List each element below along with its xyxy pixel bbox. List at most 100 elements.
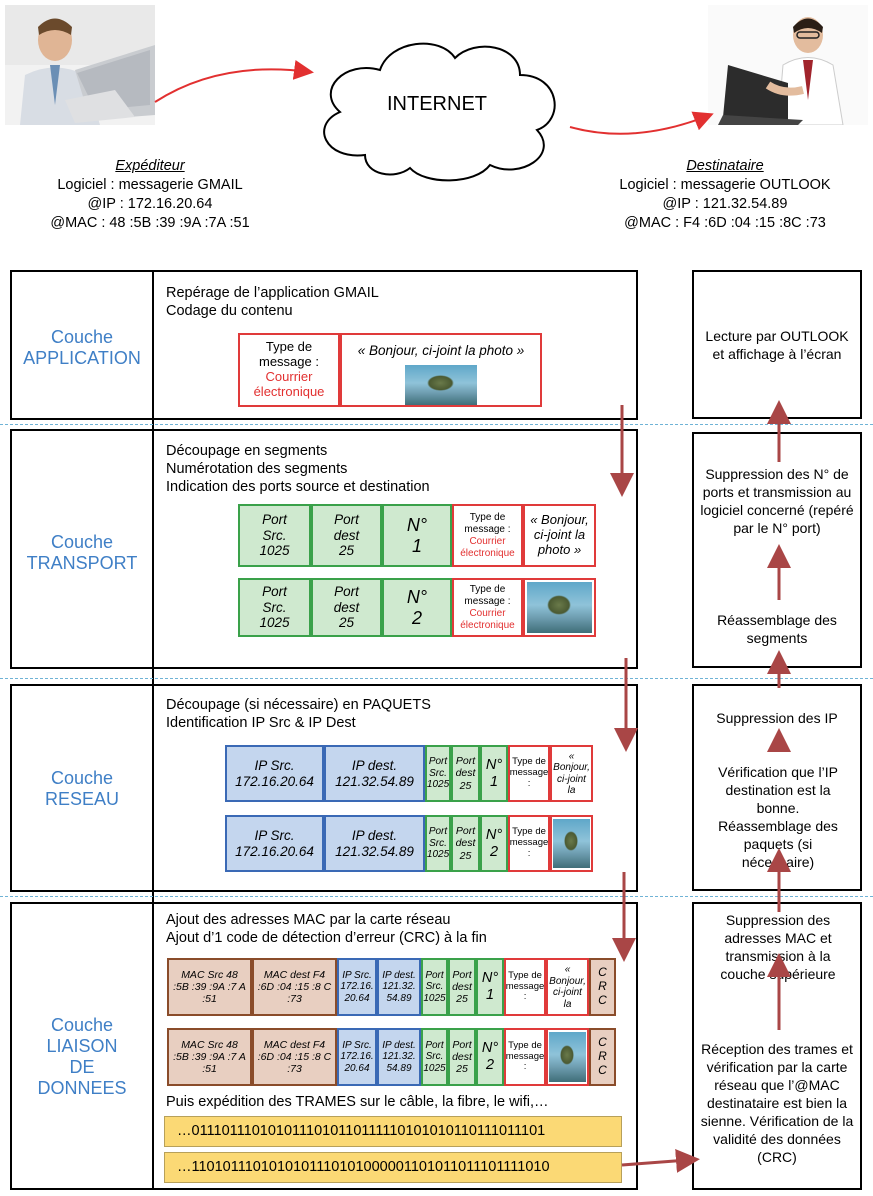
mac-src-cell: MAC Src 48 :5B :39 :9A :7 A :51 <box>167 958 252 1016</box>
receiver-caption: Destinataire Logiciel : messagerie OUTLO… <box>590 157 860 233</box>
transport-description: Découpage en segments Numérotation des s… <box>166 442 430 496</box>
port-src-cell: Port Src. 1025 <box>425 815 451 872</box>
port-src-cell: Port Src. 1025 <box>421 1028 448 1086</box>
port-src-cell: Port Src. 1025 <box>425 745 451 802</box>
turtle-photo <box>549 1032 586 1082</box>
frame-number-cell: N° 2 <box>476 1028 504 1086</box>
receiver-software: Logiciel : messagerie OUTLOOK <box>619 177 831 193</box>
message-content-cell: « Bonjour, ci-joint la <box>546 958 589 1016</box>
receiver-mac: @MAC : F4 :6D :04 :15 :8C :73 <box>624 215 826 231</box>
ip-dest-cell: IP dest. 121.32.54.89 <box>324 815 425 872</box>
label-line: Couche <box>50 768 114 788</box>
turtle-photo <box>553 819 590 868</box>
right-application-text: Lecture par OUTLOOK et affichage à l’écr… <box>705 327 849 362</box>
layer-label-transport: Couche TRANSPORT <box>12 532 152 574</box>
port-src-cell: Port Src. 1025 <box>421 958 448 1016</box>
desc-line: Ajout d’1 code de détection d’erreur (CR… <box>166 930 487 946</box>
message-type-cell: Type de message : <box>508 745 550 802</box>
port-dest-cell: Port dest 25 <box>448 1028 476 1086</box>
turtle-photo <box>405 364 477 405</box>
ip-src-cell: IP Src. 172.16. 20.64 <box>337 958 377 1016</box>
label-line: APPLICATION <box>23 348 141 368</box>
message-text: « Bonjour, ci-joint la photo » <box>357 343 525 358</box>
reseau-packet-2: IP Src. 172.16.20.64 IP dest. 121.32.54.… <box>225 815 593 872</box>
application-data-row: Type de message : Courrier électronique … <box>238 333 542 407</box>
application-description: Repérage de l’application GMAIL Codage d… <box>166 284 379 320</box>
right-liaison-bottom-text: Réception des trames et vérification par… <box>698 1040 856 1166</box>
desc-line: Ajout des adresses MAC par la carte rése… <box>166 912 451 928</box>
crc-cell: C R C <box>589 1028 616 1086</box>
message-type-cell: Type de message : <box>504 1028 546 1086</box>
message-content-cell: « Bonjour, ci-joint la <box>550 745 593 802</box>
liaison-frame-2: MAC Src 48 :5B :39 :9A :7 A :51 MAC dest… <box>167 1028 616 1086</box>
desc-line: Codage du contenu <box>166 303 293 319</box>
receiver-ip: @IP : 121.32.54.89 <box>662 196 788 212</box>
type-value: Courrier électronique <box>460 607 515 631</box>
sender-photo <box>5 5 155 125</box>
message-content-cell: « Bonjour, ci-joint la photo » <box>340 333 542 407</box>
bitstream-1: …011101110101011101011011111010101011011… <box>164 1116 622 1147</box>
message-type-cell: Type de message : Courrier électronique <box>452 504 523 567</box>
sender-mac: @MAC : 48 :5B :39 :9A :7A :51 <box>50 215 250 231</box>
sender-ip: @IP : 172.16.20.64 <box>87 196 213 212</box>
receiver-photo <box>708 5 868 125</box>
port-dest-cell: Port dest 25 <box>451 815 480 872</box>
desc-line: Découpage en segments <box>166 443 328 459</box>
mac-src-cell: MAC Src 48 :5B :39 :9A :7 A :51 <box>167 1028 252 1086</box>
separator-line <box>0 424 873 425</box>
separator-line <box>0 678 873 679</box>
arrow-right <box>621 1148 700 1173</box>
message-type-cell: Type de message : Courrier électronique <box>452 578 523 637</box>
ip-dest-cell: IP dest. 121.32. 54.89 <box>377 1028 421 1086</box>
frame-number-cell: N° 1 <box>476 958 504 1016</box>
port-dest-cell: Port dest 25 <box>311 504 382 567</box>
port-dest-cell: Port dest 25 <box>311 578 382 637</box>
message-type-cell: Type de message : Courrier électronique <box>238 333 340 407</box>
transport-segment-1: Port Src. 1025 Port dest 25 N° 1 Type de… <box>238 504 596 567</box>
liaison-description: Ajout des adresses MAC par la carte rése… <box>166 911 487 947</box>
mac-dest-cell: MAC dest F4 :6D :04 :15 :8 C :73 <box>252 958 337 1016</box>
transport-segment-2: Port Src. 1025 Port dest 25 N° 2 Type de… <box>238 578 596 637</box>
port-dest-cell: Port dest 25 <box>448 958 476 1016</box>
right-liaison-top-text: Suppression des adresses MAC et transmis… <box>706 911 850 983</box>
layer-label-liaison: Couche LIAISON DE DONNEES <box>12 1015 152 1099</box>
ip-dest-cell: IP dest. 121.32.54.89 <box>324 745 425 802</box>
label-line: RESEAU <box>44 789 120 809</box>
type-label: Type de message : <box>464 583 511 607</box>
desc-line: Découpage (si nécessaire) en PAQUETS <box>166 697 431 713</box>
mac-dest-cell: MAC dest F4 :6D :04 :15 :8 C :73 <box>252 1028 337 1086</box>
right-reseau-top-text: Suppression des IP <box>700 709 854 727</box>
receiver-role: Destinataire <box>686 158 764 174</box>
port-src-cell: Port Src. 1025 <box>238 504 311 567</box>
reseau-description: Découpage (si nécessaire) en PAQUETS Ide… <box>166 696 431 732</box>
message-type-cell: Type de message : <box>504 958 546 1016</box>
message-content-cell: « Bonjour, ci-joint la photo » <box>523 504 596 567</box>
type-value: Courrier électronique <box>460 535 515 559</box>
layer-label-reseau: Couche RESEAU <box>12 768 152 810</box>
desc-line: Numérotation des segments <box>166 461 348 477</box>
segment-number-cell: N° 2 <box>382 578 452 637</box>
label-line: TRANSPORT <box>26 553 138 573</box>
label-line: DONNEES <box>37 1078 127 1098</box>
label-line: Couche <box>50 1015 114 1035</box>
sender-role: Expéditeur <box>115 158 185 174</box>
internet-label: INTERNET <box>387 93 487 115</box>
desc-line: Indication des ports source et destinati… <box>166 479 430 495</box>
right-application-box: Lecture par OUTLOOK et affichage à l’écr… <box>692 270 862 419</box>
layer-divider-line <box>152 272 154 1188</box>
desc-line: Repérage de l’application GMAIL <box>166 285 379 301</box>
port-src-cell: Port Src. 1025 <box>238 578 311 637</box>
expedition-text: Puis expédition des TRAMES sur le câble,… <box>166 1094 549 1110</box>
message-photo-cell <box>550 815 593 872</box>
type-label: Type de message : <box>259 339 319 370</box>
ip-src-cell: IP Src. 172.16.20.64 <box>225 815 324 872</box>
crc-cell: C R C <box>589 958 616 1016</box>
right-transport-bottom-text: Réassemblage des segments <box>702 611 852 647</box>
internet-cloud-icon: INTERNET <box>323 42 556 182</box>
ip-src-cell: IP Src. 172.16.20.64 <box>225 745 324 802</box>
ip-src-cell: IP Src. 172.16. 20.64 <box>337 1028 377 1086</box>
liaison-frame-1: MAC Src 48 :5B :39 :9A :7 A :51 MAC dest… <box>167 958 616 1016</box>
sender-caption: Expéditeur Logiciel : messagerie GMAIL @… <box>20 157 280 233</box>
receive-arrow <box>569 111 714 135</box>
